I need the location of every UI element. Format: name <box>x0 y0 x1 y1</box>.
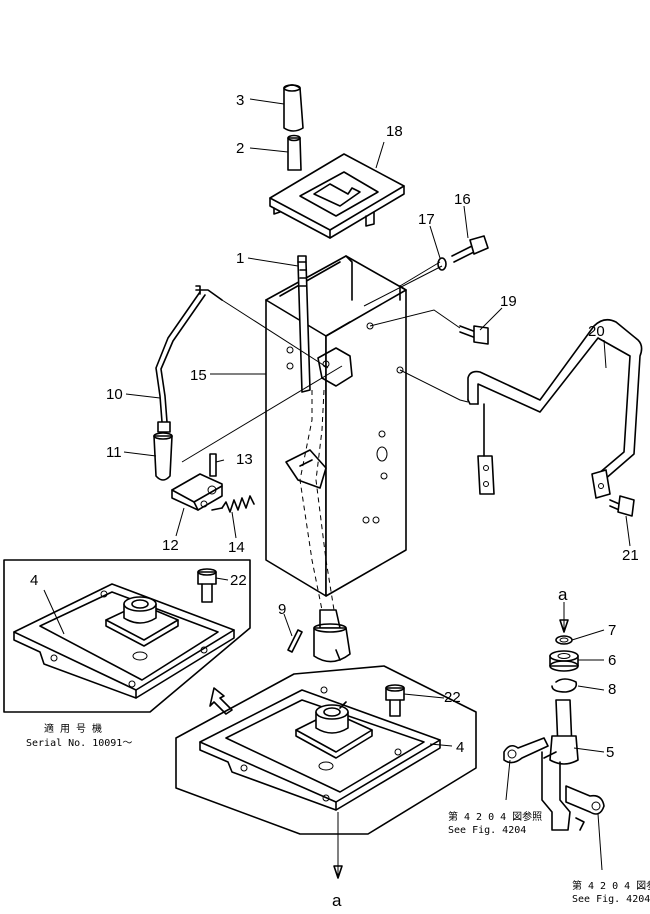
callout-labels: 3 2 18 1 16 17 19 20 15 10 11 13 12 14 2… <box>30 92 639 761</box>
callout-6: 6 <box>608 652 616 669</box>
callout-20: 20 <box>588 323 605 340</box>
lead-line-a <box>333 812 343 879</box>
inset-frame <box>3 559 251 713</box>
serial-note-jp: 適 用 号 機 <box>44 722 102 735</box>
callout-1: 1 <box>236 250 244 267</box>
bolt-21-part <box>609 495 635 517</box>
callout-22-inset: 22 <box>230 572 247 589</box>
bolt-19-part <box>459 325 489 345</box>
callout-2: 2 <box>236 140 244 157</box>
lever-base-part <box>313 609 351 663</box>
sleeve-part <box>287 134 302 171</box>
callout-5: 5 <box>606 744 614 761</box>
callout-16: 16 <box>454 191 471 208</box>
serial-note-en: Serial No. 10091～ <box>26 738 132 749</box>
joint-5-part <box>503 699 605 871</box>
assembly-lines <box>181 261 469 463</box>
callout-13: 13 <box>236 451 253 468</box>
callout-22-main: 22 <box>444 689 461 706</box>
callout-11: 11 <box>106 444 122 461</box>
snap-ring-8-part <box>551 678 578 693</box>
view-mark-top: a <box>558 585 568 604</box>
grip-part <box>153 432 173 481</box>
detail-a-arrow <box>559 602 569 633</box>
callout-4-main: 4 <box>456 739 464 756</box>
handrail-part <box>467 318 643 499</box>
callout-19: 19 <box>500 293 517 310</box>
callout-15: 15 <box>190 367 207 384</box>
knob-part <box>283 84 304 132</box>
callout-21: 21 <box>622 547 639 564</box>
callout-3: 3 <box>236 92 244 109</box>
callout-8: 8 <box>608 681 616 698</box>
console-box-part <box>265 255 407 611</box>
bolt-22-main-part <box>385 684 405 717</box>
callout-14: 14 <box>228 539 245 556</box>
callout-4-inset: 4 <box>30 572 38 589</box>
bolt-22-inset-part <box>197 568 217 603</box>
view-arrow <box>209 687 233 715</box>
cover-plate-part <box>269 153 405 239</box>
lever-part <box>297 255 311 393</box>
bushing-6-part <box>549 650 579 672</box>
pin-part <box>209 453 217 477</box>
bolt-16-part <box>451 235 489 263</box>
callout-17: 17 <box>418 211 435 228</box>
mount-frame <box>175 665 477 835</box>
callout-10: 10 <box>106 386 123 403</box>
bracket-part <box>171 473 223 511</box>
mount-plate-inset <box>13 583 235 699</box>
callout-12: 12 <box>162 537 179 554</box>
callout-leaders <box>43 98 631 753</box>
rod-part <box>155 285 223 433</box>
pin-9-part <box>287 629 303 653</box>
view-mark-bottom: a <box>332 891 342 910</box>
mount-plate-main <box>199 686 441 811</box>
see-fig-jp-1: 第 4 2 0 4 図参照 <box>448 810 542 823</box>
callout-9: 9 <box>278 601 286 618</box>
washer-7-part <box>555 635 573 645</box>
see-fig-en-1: See Fig. 4204 <box>448 825 526 836</box>
callout-7: 7 <box>608 622 616 639</box>
see-fig-jp-2: 第 4 2 0 4 図参照 <box>572 879 650 892</box>
see-fig-en-2: See Fig. 4204 <box>572 894 650 905</box>
spring-part <box>211 495 255 513</box>
washer-17-part <box>437 257 447 271</box>
callout-18: 18 <box>386 123 403 140</box>
